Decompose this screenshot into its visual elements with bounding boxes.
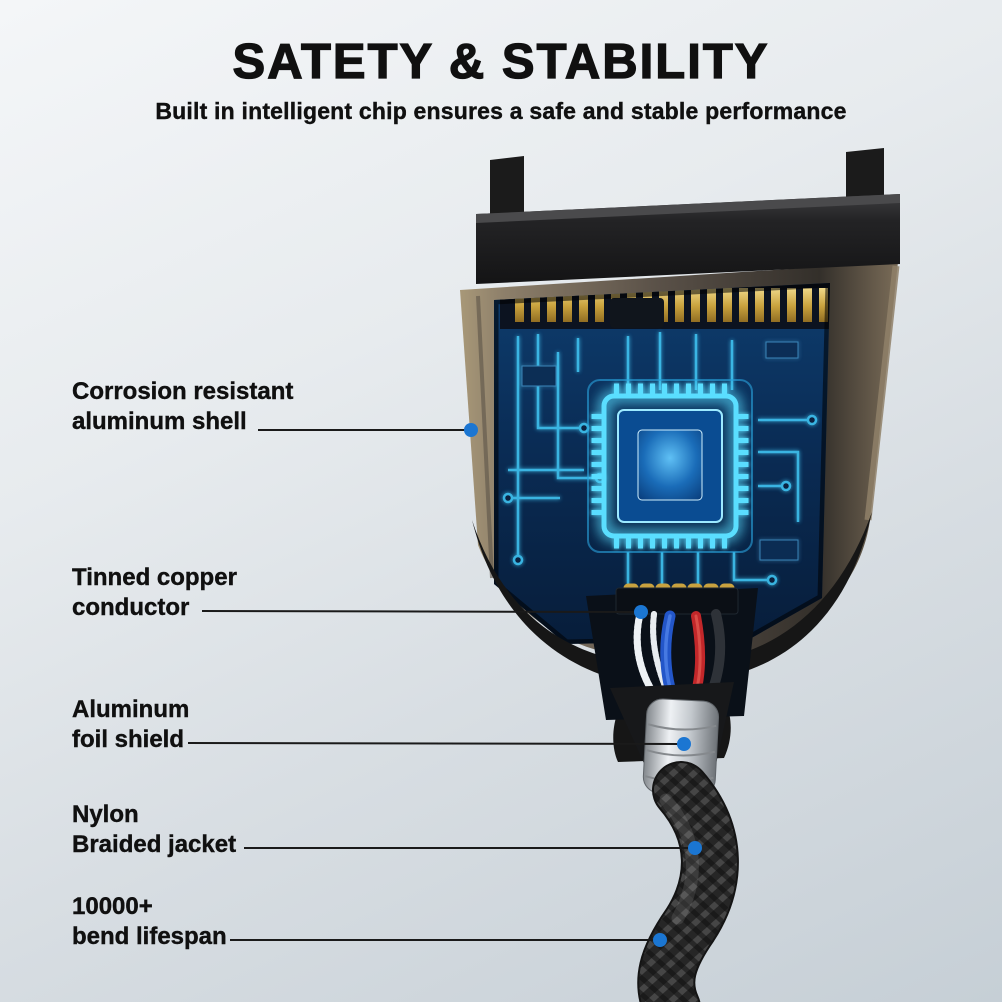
callout-bend-lifespan: 10000+ bend lifespan [72, 892, 227, 952]
callout-foil-shield: Aluminum foil shield [72, 695, 190, 755]
smart-chip [587, 379, 753, 553]
callout-line-conductor [201, 610, 638, 613]
callout-dot-conductor [634, 605, 648, 619]
callout-dot-shell [464, 423, 478, 437]
callout-text-line: Nylon [72, 801, 139, 828]
subheadline: Built in intelligent chip ensures a safe… [155, 98, 847, 124]
callout-dot-jacket [688, 841, 702, 855]
callout-aluminum-shell: Corrosion resistant aluminum shell [72, 377, 294, 437]
callout-dot-foil [677, 737, 691, 751]
pcb-wire-connector [615, 587, 739, 615]
braided-cable [637, 761, 739, 1002]
callout-text-line: 10000+ [72, 893, 153, 920]
callout-braided-jacket: Nylon Braided jacket [72, 800, 236, 860]
callout-text-line: conductor [72, 594, 190, 621]
callout-lines [187, 429, 690, 941]
connector-tab-left [490, 156, 524, 226]
headline: SATETY & STABILITY [232, 34, 770, 89]
callout-dot-lifespan [653, 933, 667, 947]
callout-text-line: Tinned copper [72, 564, 237, 591]
callout-text-line: Braided jacket [72, 831, 237, 858]
callout-text-line: foil shield [72, 726, 185, 753]
pcb-board [494, 283, 830, 644]
callout-text-line: aluminum shell [72, 408, 247, 435]
callout-line-foil [187, 742, 680, 745]
callout-text-line: Corrosion resistant [72, 378, 294, 405]
callout-dots [464, 423, 702, 947]
sata-connector [476, 148, 900, 284]
callout-tinned-copper: Tinned copper conductor [72, 563, 237, 623]
circuit-traces [502, 332, 818, 602]
callout-text-line: bend lifespan [72, 923, 227, 950]
callout-text-line: Aluminum [72, 696, 190, 723]
